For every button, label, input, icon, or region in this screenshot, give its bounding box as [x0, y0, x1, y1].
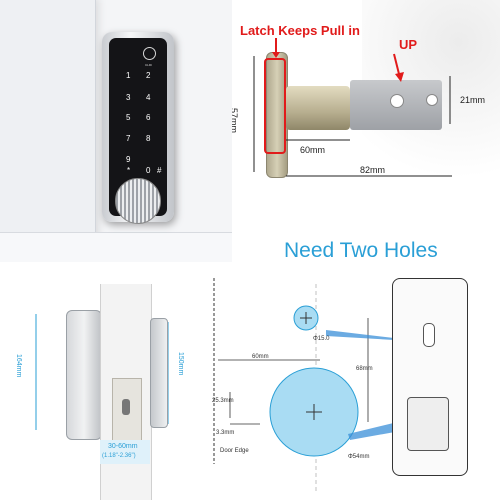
strike-hole [122, 399, 130, 415]
backplate-slot [423, 323, 435, 347]
latch-arm [350, 80, 442, 130]
dim-side-height-label: 164mm [15, 354, 22, 378]
keypad-key: * [127, 166, 131, 175]
door-edge-label: Door Edge [220, 448, 249, 454]
keypad-key: 0 [146, 166, 151, 175]
up-label: UP [399, 37, 418, 52]
door-panel [0, 0, 96, 236]
door-thickness-tag: 30-60mm (1.18"-2.36") [100, 440, 150, 464]
smart-lock-body: CLID 1 2 3 4 5 6 7 8 9 * 0 # [102, 32, 174, 224]
keypad-key: 4 [146, 93, 151, 102]
door-thickness-label: 30-60mm [108, 443, 138, 450]
mounting-hole [390, 94, 404, 108]
drill-template-drawing [213, 278, 420, 494]
backplate-mechanism [407, 397, 449, 451]
keypad-key: 6 [146, 113, 151, 122]
dim-backset-label: 60mm [252, 354, 269, 360]
latch-photo-panel: Latch Keeps Pull in UP 57mm 60mm 82mm 21… [232, 0, 500, 262]
drill-diagram-panel: 60mm Φ15.0 68mm 25.3mm 3.3mm Φ54mm Door … [200, 274, 500, 500]
keypad-key: 7 [126, 134, 131, 143]
dim-plate-height-label: 21mm [460, 95, 486, 105]
keypad-key: 9 [126, 155, 131, 164]
dim-offset-label: 25.3mm [212, 398, 234, 404]
door-photo-panel: CLID 1 2 3 4 5 6 7 8 9 * 0 # [0, 0, 232, 262]
dim-height-label: 57mm [232, 108, 239, 134]
dim-edge-label: 3.3mm [216, 430, 235, 436]
latch-highlight-box [264, 58, 286, 154]
keypad-panel: CLID 1 2 3 4 5 6 7 8 9 * 0 # [109, 38, 167, 224]
keypad-key: 2 [146, 71, 151, 80]
keypad-key: 1 [126, 71, 131, 80]
exterior-unit [150, 318, 168, 428]
keypad-key: 8 [146, 134, 151, 143]
thumb-turn-knob [115, 178, 161, 224]
interior-unit [66, 310, 102, 440]
door-frame [0, 232, 232, 262]
latch-note: Latch Keeps Pull in [240, 23, 360, 38]
dim-inner-width-label: 60mm [300, 145, 326, 155]
fingerprint-sensor-icon [143, 47, 156, 60]
interior-backplate [392, 278, 468, 476]
keypad-key: 3 [126, 93, 131, 102]
dim-plate-height-label: 150mm [177, 352, 184, 376]
keypad-key: 5 [126, 113, 131, 122]
keypad-key: # [157, 166, 162, 175]
dim-hole-spacing-label: 68mm [356, 366, 373, 372]
headline: Need Two Holes [284, 239, 438, 262]
keypad-mode-label: CLID [145, 63, 152, 67]
side-view-panel: 164mm 150mm 30-60mm (1.18"-2.36") [0, 274, 200, 500]
dim-total-width-label: 82mm [360, 165, 386, 175]
strike-plate [112, 378, 142, 442]
mounting-hole [426, 94, 438, 106]
dim-small-hole-label: Φ15.0 [313, 336, 330, 342]
latch-callout-arrow [253, 38, 452, 177]
latch-cylinder [286, 86, 350, 130]
door-thickness-inch-label: (1.18"-2.36") [102, 453, 136, 459]
dim-big-hole-label: Φ54mm [348, 454, 370, 460]
